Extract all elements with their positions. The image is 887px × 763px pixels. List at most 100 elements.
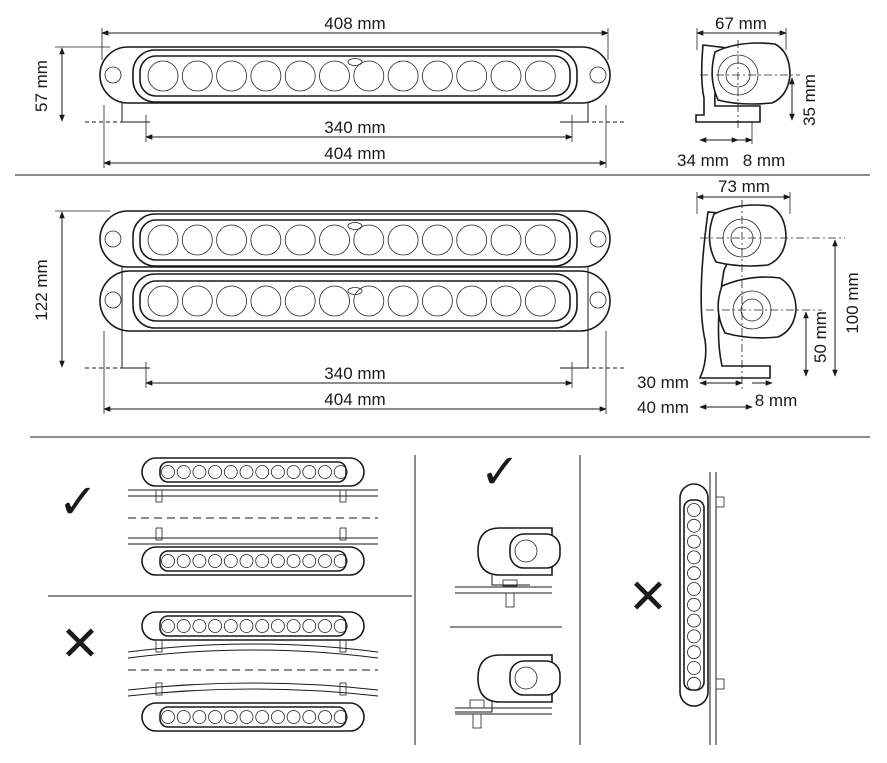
lens [270,710,285,724]
incorrect-mount-curved [127,611,379,732]
lens [250,60,282,92]
ok-mark-left: ✓ [58,474,98,530]
lens [286,554,301,568]
lens [387,224,419,256]
lens [239,619,254,633]
lens [687,566,701,581]
lens [333,465,348,479]
lens [387,285,419,317]
lens [318,554,332,568]
lens [208,619,223,633]
lens [302,465,317,479]
dim-stack-side-total: 100 mm [843,272,862,333]
lens [421,285,453,317]
lens [490,285,522,317]
dim-side-offset: 34 mm [677,151,729,170]
single-lamp-side: 67 mm 35 mm 34 mm 8 mm [677,14,819,170]
dim-top-length-total: 408 mm [324,14,385,33]
lens [216,60,248,92]
dim-side-width: 67 mm [715,14,767,33]
dim-stack-side-lower: 50 mm [811,311,830,363]
lens [176,619,191,633]
lens [286,710,301,724]
lens [192,619,207,633]
dim-stack-mount-span: 340 mm [324,364,385,383]
lens [208,465,223,479]
light-bar-lower [99,270,611,332]
lens [250,285,282,317]
lens [319,60,350,92]
lens [687,629,701,644]
lens [216,285,248,317]
lens [284,60,316,92]
lens [270,465,285,479]
lens [490,60,522,92]
lens [333,710,348,724]
lens [333,619,348,633]
lens [192,710,207,724]
lens [319,224,350,256]
lens [250,224,282,256]
dim-side-bracket: 8 mm [743,151,786,170]
lens [270,619,285,633]
dim-top-length-base: 404 mm [324,144,385,163]
dim-stack-side-width: 73 mm [718,177,770,196]
lens [687,550,701,565]
incorrect-vertical-mount [679,472,725,745]
lens [333,554,348,568]
lens [208,710,223,724]
lens [192,465,207,479]
lens [161,710,175,724]
lens [524,224,556,256]
lens [255,554,270,568]
lens [176,554,191,568]
lens [161,619,175,633]
lens [147,60,179,92]
lens [239,554,254,568]
lens [353,224,385,256]
lens [284,224,316,256]
lens [456,285,488,317]
light-bar-upper [99,210,611,268]
lens [284,285,316,317]
single-lamp-front: 408 mm 57 mm 340 mm 404 mm [32,14,625,168]
dim-stack-side-offset-a: 30 mm [637,373,689,392]
dim-stack-length-base: 404 mm [324,390,385,409]
lens [270,554,285,568]
ok-mark-middle: ✓ [480,444,520,500]
lens [223,619,238,633]
lens [302,554,317,568]
lens [687,613,701,628]
lens [353,285,385,317]
lens [192,554,207,568]
lens [353,60,385,92]
lens [687,582,701,596]
lens [302,619,317,633]
lens [181,285,213,317]
lens [208,554,223,568]
lens [687,534,701,549]
lens [524,285,556,317]
lens [216,224,248,256]
dim-stack-side-offset-b: 40 mm [637,398,689,417]
lens [490,224,522,256]
dim-top-mount-span: 340 mm [324,118,385,137]
dim-stack-height: 122 mm [32,259,51,320]
lens [318,710,332,724]
lens [161,554,175,568]
lens [147,224,179,256]
lens [223,465,238,479]
lens [176,710,191,724]
lens [181,60,213,92]
bracket-detail-alternate [455,654,561,729]
lens [255,465,270,479]
lens [286,619,301,633]
bracket-detail-correct [455,527,561,608]
not-ok-mark-right: ✕ [628,569,668,625]
stacked-lamps-side: 73 mm 100 mm 50 mm 30 mm 40 mm 8 mm [637,177,862,417]
lens [302,710,317,724]
lens [421,224,453,256]
lens [318,465,332,479]
lens [223,554,238,568]
